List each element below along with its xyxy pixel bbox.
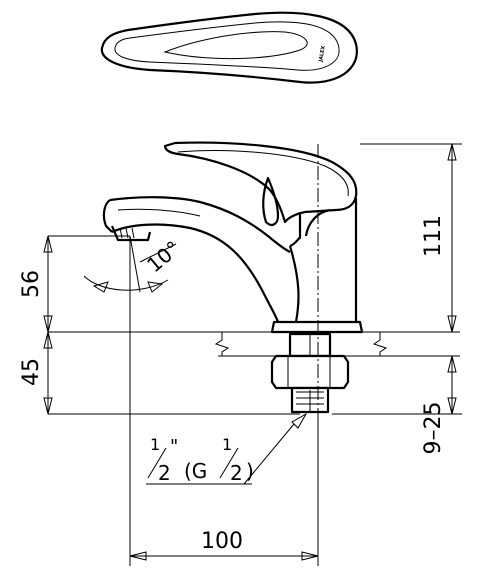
counter-top [212,331,460,357]
logo-text: JALEX [318,45,327,63]
thread-g-numerator: 1 [222,435,232,454]
dimension-9-25-label: 9–25 [421,402,446,455]
mounting-shank [270,332,350,414]
thread-g-close: ) [246,459,254,483]
dimension-45-label: 45 [19,358,44,386]
dimension-56-label: 56 [19,270,44,298]
thread-inch-mark: " [170,436,178,457]
dimension-100-label: 100 [201,529,243,554]
thread-size-label: 1 2 " (G 1 2 ) [146,435,254,485]
thread-g-open: (G [184,459,207,483]
dimension-lines [43,143,462,566]
thread-inch-denominator: 2 [158,461,171,485]
faucet-side-view [102,141,364,334]
thread-inch-numerator: 1 [150,435,160,454]
top-view-handle: JALEX [100,11,358,84]
spout-angle-label: 10° [142,236,185,277]
thread-g-denominator: 2 [230,461,243,485]
dimension-111-label: 111 [421,215,446,257]
